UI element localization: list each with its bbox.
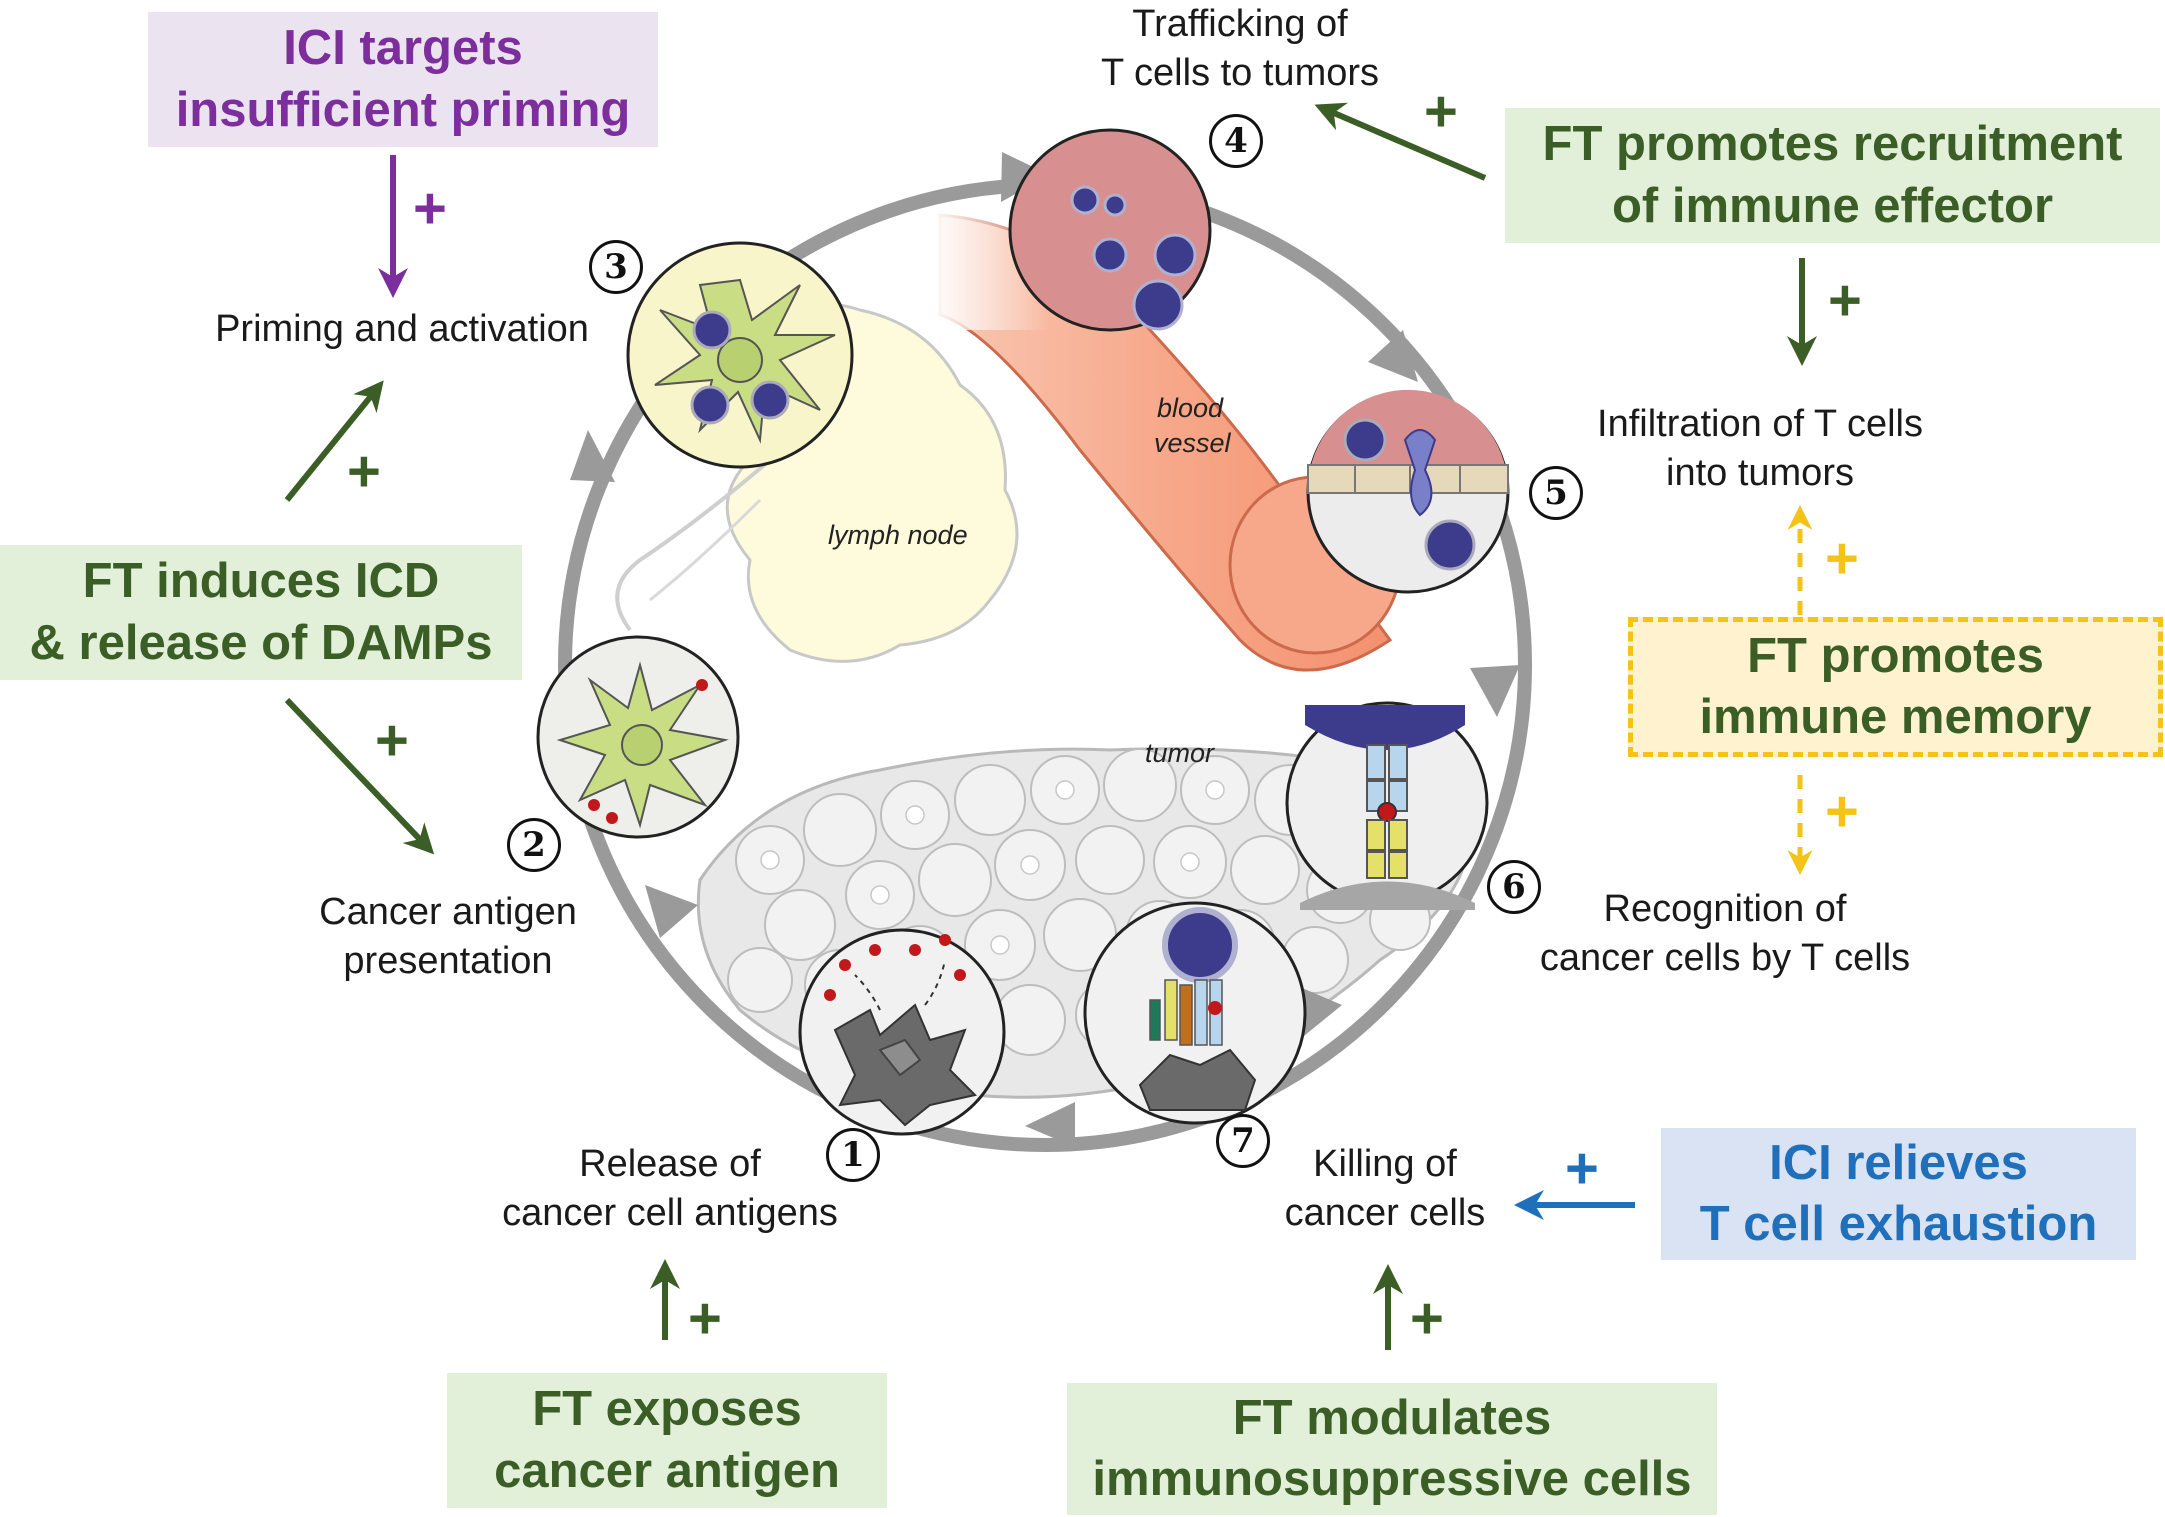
ft-recruit-box: FT promotes recruitment of immune effect… (1505, 108, 2160, 243)
step-1-line1: Release of (579, 1143, 761, 1185)
lymph-node-label: lymph node (828, 520, 968, 550)
circle-recognition (1285, 701, 1489, 910)
blood-vessel-label-line2: vessel (1154, 428, 1231, 458)
ft-suppress-line1: FT modulates (1232, 1390, 1552, 1445)
ft-icd-box: FT induces ICD & release of DAMPs (0, 545, 522, 680)
step-1-line2: cancer cell antigens (502, 1192, 838, 1235)
step-number-3: 3 (589, 240, 643, 294)
ft-antigen-line2: cancer antigen (494, 1443, 840, 1498)
step-number-7: 7 (1216, 1114, 1270, 1168)
step-5-label: Infiltration of T cells into tumors (1540, 400, 1980, 499)
ici-exhaustion-line1: ICI relieves (1769, 1135, 2028, 1190)
plus-ici-exhaustion: + (1565, 1136, 1599, 1201)
ft-recruit-line1: FT promotes recruitment (1542, 117, 2123, 172)
ft-memory-line2: immune memory (1699, 690, 2092, 744)
ft-antigen-line1: FT exposes (532, 1382, 802, 1437)
step-4-line1: Trafficking of (1132, 3, 1348, 45)
circle-tcells-blood (1008, 128, 1212, 332)
ft-arrows (284, 102, 1817, 1350)
step-5-line1: Infiltration of T cells (1597, 403, 1923, 445)
ici-priming-line2: insufficient priming (175, 82, 631, 137)
plus-ft-recruit-infiltration: + (1828, 268, 1862, 333)
step-6-line2: cancer cells by T cells (1539, 937, 1911, 980)
step-7-line1: Killing of (1313, 1143, 1457, 1185)
cycle-ring (558, 152, 1532, 1152)
blood-vessel-label-line1: blood (1157, 393, 1224, 423)
ft-suppress-box: FT modulates immunosuppressive cells (1067, 1383, 1717, 1515)
step-number-6: 6 (1487, 860, 1541, 914)
step-2-line1: Cancer antigen (319, 891, 577, 933)
ici-priming-box: ICI targets insufficient priming (148, 12, 658, 147)
ft-recruit-line2: of immune effector (1611, 178, 2054, 233)
step-7-line2: cancer cells (1284, 1192, 1486, 1235)
step-6-line1: Recognition of (1603, 888, 1847, 930)
circle-antigen-release (798, 928, 1006, 1136)
plus-ft-antigen: + (688, 1286, 722, 1351)
circle-extravasation (1306, 389, 1510, 594)
step-1-label: Release of cancer cell antigens (470, 1140, 870, 1239)
ici-priming-line1: ICI targets (283, 21, 523, 76)
step-6-label: Recognition of cancer cells by T cells (1505, 885, 1945, 984)
plus-ft-recruit-trafficking: + (1424, 79, 1458, 144)
plus-ft-icd-down: + (375, 708, 409, 773)
circle-killing (1083, 901, 1307, 1125)
plus-ft-suppress: + (1410, 1286, 1444, 1351)
ici-exhaustion-line2: T cell exhaustion (1699, 1197, 2098, 1251)
step-7-label: Killing of cancer cells (1245, 1140, 1525, 1239)
step-3-label: Priming and activation (182, 305, 622, 354)
ft-icd-line1: FT induces ICD (82, 554, 440, 609)
plus-ft-icd-up: + (347, 439, 381, 504)
step-3-line1: Priming and activation (215, 308, 589, 350)
step-number-5: 5 (1529, 466, 1583, 520)
plus-memory-down: + (1825, 779, 1859, 844)
circle-dc-tcells (626, 241, 854, 469)
step-4-label: Trafficking of T cells to tumors (1040, 0, 1440, 99)
tumor-label: tumor (1145, 738, 1215, 768)
plus-memory-up: + (1825, 526, 1859, 591)
ft-antigen-box: FT exposes cancer antigen (447, 1373, 887, 1508)
step-4-line2: T cells to tumors (1100, 52, 1380, 95)
ft-suppress-line2: immunosuppressive cells (1092, 1452, 1692, 1506)
ici-exhaustion-box: ICI relieves T cell exhaustion (1661, 1128, 2136, 1260)
step-2-label: Cancer antigen presentation (268, 888, 628, 987)
step-2-line2: presentation (343, 940, 553, 983)
ft-memory-line1: FT promotes (1747, 628, 2044, 683)
step-number-2: 2 (507, 818, 561, 872)
ft-memory-box: FT promotes immune memory (1628, 617, 2163, 757)
plus-ici-priming: + (413, 176, 447, 241)
ft-icd-line2: & release of DAMPs (29, 615, 493, 670)
circle-apc (536, 635, 740, 839)
step-number-1: 1 (826, 1128, 880, 1182)
step-number-4: 4 (1209, 114, 1263, 168)
step-5-line2: into tumors (1666, 452, 1854, 495)
